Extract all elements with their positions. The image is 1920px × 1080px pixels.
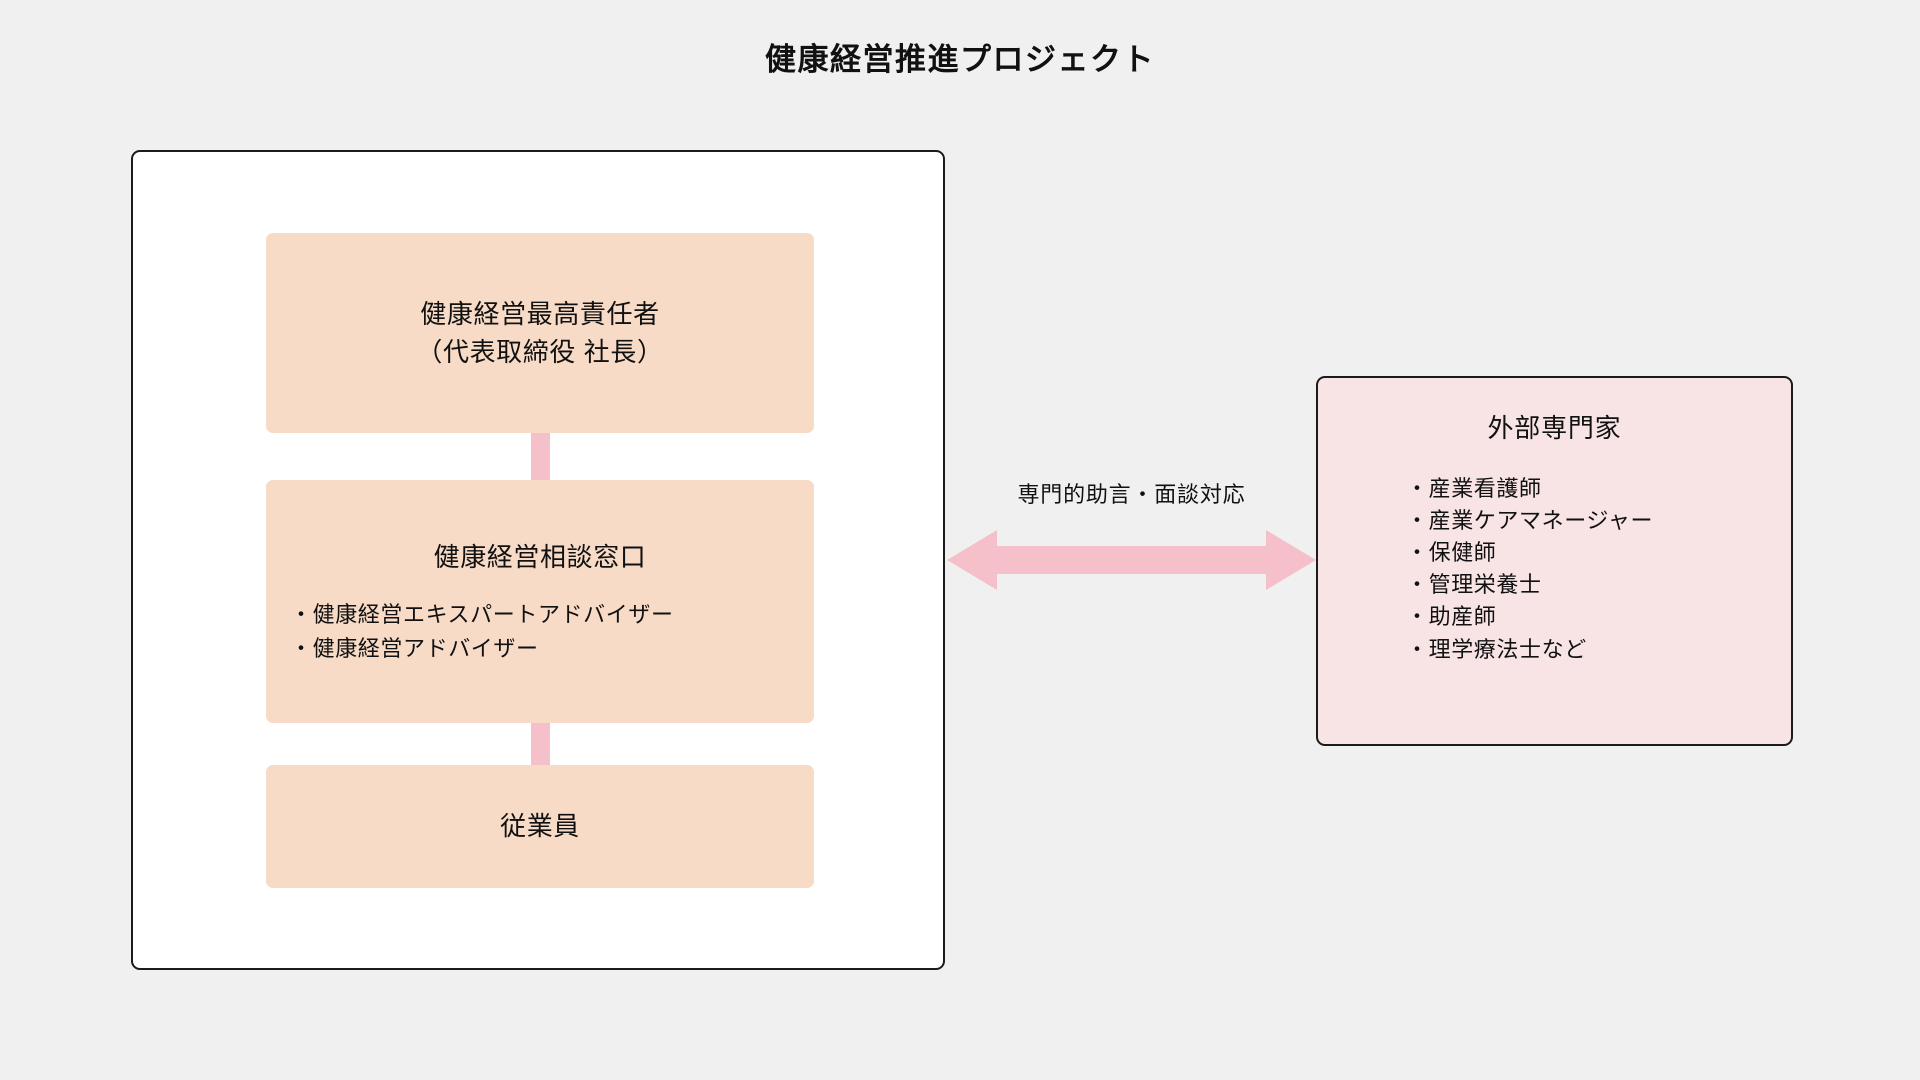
- list-item: ・産業ケアマネージャー: [1406, 508, 1654, 534]
- panel-external-specialists[interactable]: 外部専門家 ・産業看護師 ・産業ケアマネージャー ・保健師 ・管理栄養士 ・助産…: [1316, 376, 1793, 746]
- list-item: ・健康経営アドバイザー: [290, 635, 539, 661]
- node-health-consultation-desk[interactable]: 健康経営相談窓口 ・健康経営エキスパートアドバイザー ・健康経営アドバイザー: [266, 480, 814, 723]
- node-officer-line2: （代表取締役 社長）: [416, 337, 664, 367]
- node-desk-role-list: ・健康経営エキスパートアドバイザー ・健康経営アドバイザー: [266, 598, 814, 665]
- exchange-arrow-label: 専門的助言・面談対応: [1017, 482, 1246, 507]
- node-employees[interactable]: 従業員: [266, 765, 814, 888]
- page-title: 健康経営推進プロジェクト: [765, 42, 1155, 77]
- connector-desk-to-employees: [531, 713, 550, 773]
- bidirectional-arrow-icon: [947, 530, 1316, 590]
- list-item: ・助産師: [1406, 604, 1497, 630]
- connector-ceo-to-desk: [531, 424, 550, 488]
- list-item: ・産業看護師: [1406, 476, 1542, 501]
- node-employees-label: 従業員: [500, 811, 580, 842]
- node-health-management-officer[interactable]: 健康経営最高責任者 （代表取締役 社長）: [266, 233, 814, 433]
- list-item: ・理学療法士など: [1406, 636, 1587, 662]
- panel-external-list: ・産業看護師 ・産業ケアマネージャー ・保健師 ・管理栄養士 ・助産師 ・理学療…: [1318, 473, 1791, 666]
- list-item: ・健康経営エキスパートアドバイザー: [290, 602, 674, 628]
- list-item: ・保健師: [1406, 540, 1497, 566]
- node-officer-text: 健康経営最高責任者 （代表取締役 社長）: [416, 295, 663, 372]
- panel-external-title: 外部専門家: [1487, 413, 1622, 443]
- node-desk-heading: 健康経営相談窓口: [433, 541, 647, 572]
- node-officer-line1: 健康経営最高責任者: [420, 298, 660, 329]
- list-item: ・管理栄養士: [1406, 572, 1542, 598]
